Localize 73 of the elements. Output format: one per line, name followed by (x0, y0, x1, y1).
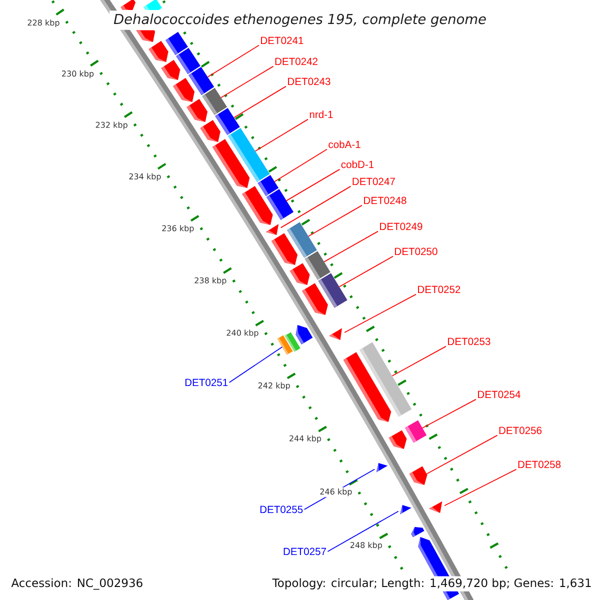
gene-label: DET0241 (261, 36, 304, 44)
scale-label: 232 kbp (94, 120, 129, 130)
gene-pentagon (411, 527, 424, 538)
leader-line (220, 66, 274, 98)
leader-line (324, 230, 378, 262)
scale-label: 246 kbp (318, 487, 354, 498)
footer-text: Accession: NC_002936 (9, 576, 146, 592)
gene-pentagon (242, 186, 273, 225)
gene-label: DET0248 (364, 196, 406, 204)
gene-label: DET0258 (518, 460, 561, 468)
gene-pentagon (302, 283, 328, 315)
leader-line (286, 168, 340, 202)
leader-line (280, 186, 352, 228)
gene-block (144, 0, 162, 10)
footer-text: Topology: circular; Length: 1,469,720 bp; Genes: 1,631 (270, 576, 594, 592)
leader-line (327, 510, 399, 552)
gene-label: DET0255 (260, 506, 303, 514)
gene-label: DET0252 (418, 286, 460, 294)
gene-label: nrd-1 (310, 110, 333, 118)
gene-label: DET0243 (288, 78, 330, 86)
leader-line (426, 434, 498, 474)
gene-pentagon (343, 352, 392, 422)
leader-line (274, 148, 328, 182)
scale-label: 240 kbp (225, 328, 260, 338)
gene-block (404, 420, 427, 443)
gene-pentagon (212, 138, 250, 188)
gene-label: cobD-1 (341, 160, 374, 168)
gene-label: DET0256 (499, 426, 542, 434)
gene-pentagon (409, 466, 428, 485)
gene-pentagon (186, 98, 208, 122)
scale-label: 248 kbp (348, 540, 384, 551)
gene-label: DET0249 (380, 222, 422, 230)
scale-label: 244 kbp (288, 434, 323, 444)
gene-pentagon (271, 233, 298, 265)
gene-triangle (329, 328, 342, 340)
gene-pentagon (120, 0, 136, 10)
title: Dehalococcoides ethenogenes 195, complete genome (110, 10, 490, 30)
gene-triangle (266, 224, 279, 235)
gene-pentagon (136, 30, 156, 42)
gene-pentagon (200, 120, 220, 142)
leader-line (344, 294, 416, 333)
leader-line (254, 118, 308, 152)
gene-label: DET0251 (185, 378, 228, 386)
scale-label: 228 kbp (26, 18, 61, 28)
gene-pentagon (290, 263, 310, 285)
gene-triangle (376, 463, 388, 472)
gene-pentagon (161, 60, 180, 80)
gene-label: DET0242 (275, 58, 318, 66)
scale-label: 230 kbp (60, 69, 96, 80)
scale-label: 242 kbp (256, 381, 292, 392)
leader-line (338, 256, 394, 288)
leader-line (444, 468, 517, 506)
gene-block (277, 335, 293, 355)
gene-label: DET0254 (478, 390, 520, 398)
gene-label: DET0247 (352, 178, 395, 186)
leader-line (233, 86, 286, 118)
gene-triangle (429, 501, 442, 513)
gene-pentagon (296, 325, 313, 344)
leader-line (207, 44, 260, 78)
scale-label: 238 kbp (193, 276, 228, 286)
leader-line (308, 204, 362, 237)
gene-pentagon (148, 40, 168, 62)
gene-label: DET0257 (284, 548, 326, 556)
gene-pentagon (173, 78, 195, 102)
gene-label: DET0253 (448, 338, 490, 346)
leader-line (392, 346, 446, 376)
gene-triangle (400, 505, 412, 514)
gene-pentagon (388, 430, 407, 449)
gene-label: DET0250 (395, 248, 438, 256)
leader-line (422, 398, 476, 428)
gene-label: cobA-1 (328, 140, 360, 148)
scale-label: 234 kbp (128, 172, 162, 182)
scale-label: 236 kbp (160, 224, 196, 234)
